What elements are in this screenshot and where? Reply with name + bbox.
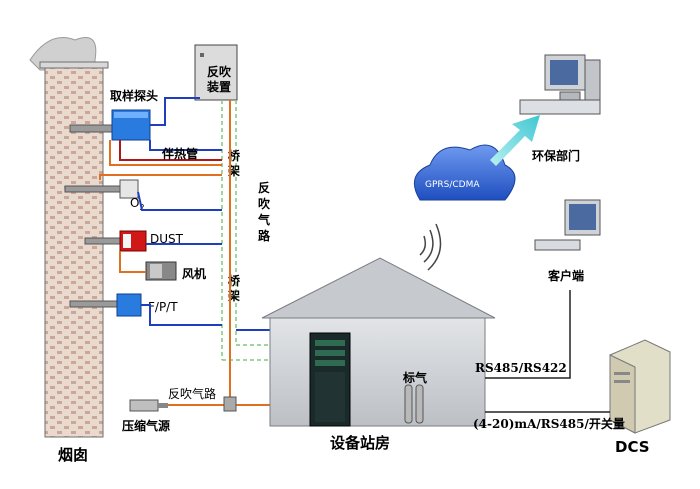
fan bbox=[145, 261, 177, 281]
probe-label: 取样探头 bbox=[110, 88, 158, 103]
backflush-path-label: 反吹气路 bbox=[168, 386, 216, 401]
fpt-sensor bbox=[69, 293, 142, 317]
std-gas-label: 标气 bbox=[402, 370, 427, 385]
backflush-path-v3: 气 bbox=[257, 212, 270, 227]
backflush-path-v1: 反 bbox=[258, 180, 270, 195]
upload-arrow-icon bbox=[490, 115, 540, 166]
client-computer-icon bbox=[534, 199, 601, 251]
bridge-top-1: 桥 bbox=[228, 148, 241, 163]
rs485-label: RS485/RS422 bbox=[475, 361, 567, 375]
bridge-bottom-2: 架 bbox=[227, 288, 240, 303]
compressed-air-label: 压缩气源 bbox=[122, 418, 170, 433]
o2-analyzer bbox=[64, 179, 139, 199]
chimney bbox=[29, 37, 109, 438]
sampling-probe bbox=[69, 109, 151, 141]
client-label: 客户端 bbox=[547, 268, 584, 283]
fan-label: 风机 bbox=[182, 266, 206, 281]
backflush-device-line1: 反吹 bbox=[207, 64, 232, 79]
wireless-icon bbox=[419, 223, 442, 271]
backflush-path-v4: 路 bbox=[258, 228, 271, 243]
signal-lines bbox=[137, 97, 310, 331]
env-dept-label: 环保部门 bbox=[532, 148, 580, 163]
backflush-device bbox=[194, 44, 238, 101]
backflush-device-line2: 装置 bbox=[206, 79, 231, 94]
gprs-label: GPRS/CDMA bbox=[425, 180, 480, 190]
station-house bbox=[261, 257, 496, 427]
fpt-label: F/P/T bbox=[148, 300, 178, 314]
cloud-icon bbox=[413, 144, 516, 201]
compressed-air-source bbox=[129, 396, 237, 412]
chimney-label: 烟囱 bbox=[58, 446, 88, 464]
dust-meter bbox=[84, 230, 147, 252]
bridge-top-2: 架 bbox=[227, 163, 240, 178]
dcs-label: DCS bbox=[615, 438, 650, 456]
dcs-server-icon bbox=[609, 339, 671, 434]
station-label: 设备站房 bbox=[330, 434, 390, 452]
heat-pipe-label: 伴热管 bbox=[161, 146, 198, 161]
bridge-bottom-1: 桥 bbox=[228, 273, 241, 288]
env-dept-computer-icon bbox=[519, 54, 601, 115]
dcs-signal-label: (4-20)mA/RS485/开关量 bbox=[473, 416, 625, 431]
backflush-path-v2: 吹 bbox=[258, 196, 271, 211]
dust-label: DUST bbox=[150, 232, 184, 246]
rs485-line bbox=[485, 290, 571, 379]
